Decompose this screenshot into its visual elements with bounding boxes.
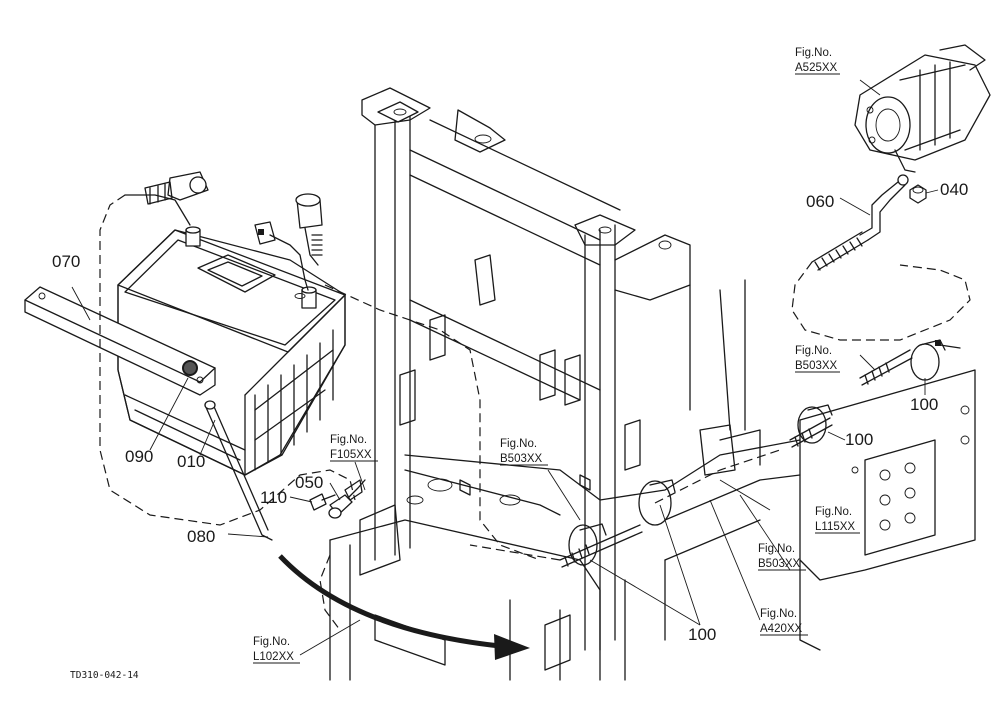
ground-cable-terminal[interactable] (328, 479, 366, 519)
battery-hold-bracket[interactable] (24, 286, 216, 396)
fig-label-b503-low: Fig.No. (758, 543, 795, 555)
fig-label-f105: Fig.No. (330, 434, 367, 446)
fig-label-a525: Fig.No. (795, 47, 832, 59)
terminal-nut[interactable] (909, 184, 927, 204)
fig-ref-a525: A525XX (795, 62, 838, 74)
fig-label-l115: Fig.No. (815, 506, 852, 518)
starter-motor[interactable] (854, 44, 991, 173)
fig-label-b503-mid: Fig.No. (500, 438, 537, 450)
drawing-code: TD310-042-14 (70, 670, 139, 681)
curved-arrow (278, 554, 530, 660)
fig-ref-b503-low: B503XX (758, 558, 801, 570)
fig-ref-l102: L102XX (253, 651, 294, 663)
label-100-middle: 100 (845, 430, 873, 449)
fig-label-l102: Fig.No. (253, 636, 290, 648)
fig-ref-b503-mid: B503XX (500, 453, 543, 465)
label-050: 050 (295, 473, 323, 492)
fig-ref-f105: F105XX (330, 449, 372, 461)
label-060: 060 (806, 192, 834, 211)
side-plate (799, 369, 976, 651)
label-100-upper: 100 (910, 395, 938, 414)
bolt[interactable] (309, 493, 336, 511)
chassis-frame (329, 87, 801, 681)
fig-label-b503-top: Fig.No. (795, 345, 832, 357)
figure-references: Fig.No. A525XX Fig.No. B503XX Fig.No. F1… (253, 47, 860, 664)
battery-positive-cable[interactable] (254, 193, 323, 291)
label-010: 010 (177, 452, 205, 471)
label-100-lower: 100 (688, 625, 716, 644)
fig-ref-a420: A420XX (760, 623, 803, 635)
hold-down-rod[interactable] (204, 400, 273, 541)
cable-routing (99, 194, 971, 631)
label-110: 110 (260, 488, 287, 507)
part-labels: 070 090 010 080 110 050 060 040 100 100 … (52, 180, 968, 644)
fig-ref-l115: L115XX (815, 521, 855, 533)
label-040: 040 (940, 180, 968, 199)
fig-ref-b503-top: B503XX (795, 360, 838, 372)
cable-clamps[interactable] (559, 339, 961, 568)
fig-label-a420: Fig.No. (760, 608, 797, 620)
label-080: 080 (187, 527, 215, 546)
starter-cable[interactable] (811, 174, 909, 271)
label-070: 070 (52, 252, 80, 271)
battery-negative-cable[interactable] (124, 171, 209, 226)
label-090: 090 (125, 447, 153, 466)
leader-lines (71, 79, 939, 656)
